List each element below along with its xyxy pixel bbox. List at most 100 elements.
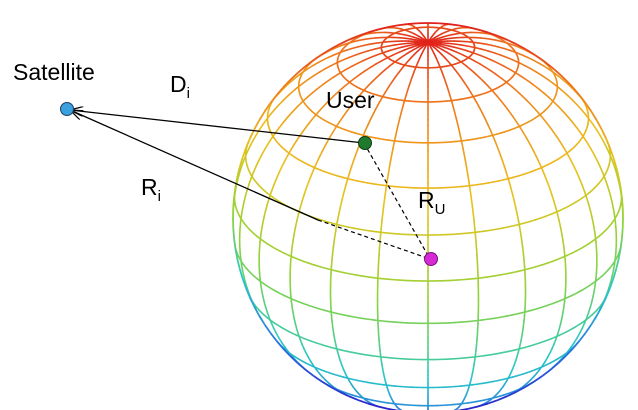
sphere-grid-line [342, 271, 351, 275]
sphere-grid-line [290, 301, 294, 309]
sphere-grid-line [460, 320, 470, 323]
sphere-grid-line [354, 95, 360, 102]
sphere-grid-line [539, 340, 547, 344]
sphere-grid-line [447, 90, 451, 97]
sphere-grid-line [459, 48, 468, 52]
sphere-grid-line [474, 46, 483, 51]
sphere-outline-segment [253, 306, 260, 316]
sphere-grid-line [336, 223, 344, 227]
sphere-outline-segment [585, 102, 593, 113]
sphere-grid-line [491, 90, 498, 97]
sphere-grid-line [511, 193, 515, 202]
sphere-grid-line [299, 338, 303, 346]
sphere-grid-line [493, 316, 502, 320]
sphere-grid-line [529, 265, 538, 270]
sphere-grid-line [347, 226, 355, 229]
sphere-grid-line [454, 68, 459, 75]
sphere-grid-line [595, 271, 598, 280]
sphere-grid-line [386, 44, 395, 48]
sphere-grid-line [406, 57, 412, 63]
sphere-grid-line [307, 175, 312, 183]
sphere-outline-segment [258, 111, 266, 121]
sphere-grid-line [378, 344, 381, 351]
sphere-grid-line [588, 119, 595, 126]
sphere-grid-line [507, 224, 515, 228]
sphere-grid-line [358, 90, 365, 97]
sphere-outline-segment [377, 405, 388, 410]
sphere-outline-segment [234, 248, 239, 259]
sphere-grid-line [526, 138, 532, 146]
sphere-grid-line [520, 239, 524, 248]
sphere-grid-line [480, 276, 489, 279]
ri-label: Ri [141, 174, 161, 205]
sphere-grid-line [386, 173, 390, 182]
sphere-grid-line [537, 62, 545, 67]
sphere-grid-line [466, 40, 475, 44]
sphere-grid-line [286, 90, 294, 97]
sphere-grid-line [364, 124, 369, 132]
sphere-grid-line [487, 181, 495, 184]
sphere-grid-line [278, 121, 285, 128]
sphere-grid-line [347, 40, 355, 44]
sphere-grid-line [358, 70, 366, 76]
sphere-grid-line [311, 88, 319, 94]
sphere-grid-line [341, 56, 350, 61]
sphere-grid-line [380, 320, 389, 323]
sphere-grid-line [502, 177, 510, 181]
sphere-grid-line [562, 301, 566, 309]
sphere-grid-line [522, 132, 528, 140]
sphere-grid-line [553, 72, 560, 78]
sphere-grid-line [573, 337, 578, 344]
sphere-grid-line [518, 341, 522, 348]
sphere-grid-line [408, 80, 412, 87]
sphere-grid-line [385, 180, 388, 189]
sphere-grid-line [553, 200, 557, 209]
sphere-grid-line [552, 131, 559, 139]
sphere-grid-line [400, 44, 410, 48]
sphere-grid-line [515, 72, 523, 78]
sphere-grid-line [346, 105, 352, 112]
sphere-grid-line [239, 162, 244, 171]
sphere-grid-line [556, 328, 560, 336]
sphere-grid-line [301, 125, 308, 133]
sphere-grid-line [353, 351, 361, 355]
sphere-grid-line [337, 374, 344, 378]
sphere-grid-line [505, 271, 514, 275]
sphere-grid-line [606, 183, 610, 192]
sphere-grid-line [354, 52, 363, 57]
sphere-grid-line [480, 48, 490, 52]
sphere-grid-line [386, 320, 396, 323]
sphere-grid-line [331, 320, 334, 328]
sphere-outline-segment [249, 296, 256, 307]
sphere-grid-line [485, 43, 494, 47]
sphere-grid-line [334, 226, 338, 235]
sphere-grid-line [602, 140, 607, 148]
sphere-grid-line [352, 154, 357, 163]
sphere-grid-line [241, 157, 246, 165]
sphere-grid-line [489, 352, 498, 356]
sphere-grid-line [586, 142, 592, 151]
sphere-grid-line [532, 150, 538, 158]
sphere-grid-line [259, 283, 263, 292]
sphere-grid-line [459, 135, 463, 144]
sphere-outline-segment [233, 238, 237, 249]
sphere-grid-line [548, 187, 553, 196]
sphere-grid-line [293, 317, 297, 325]
sphere-grid-line [512, 59, 521, 64]
sphere-grid-line [367, 318, 376, 321]
sphere-grid-line [518, 268, 526, 272]
sphere-grid-line [297, 300, 305, 305]
sphere-grid-line [489, 228, 498, 232]
sphere-grid-line [393, 72, 399, 79]
sphere-grid-line [405, 90, 409, 97]
sphere-grid-line [512, 223, 520, 227]
sphere-grid-line [529, 308, 538, 312]
sphere-outline-segment [275, 340, 284, 350]
sphere-grid-line [492, 135, 497, 144]
sphere-grid-line [334, 121, 341, 129]
sphere-grid-line [547, 78, 555, 85]
sphere-grid-line [339, 199, 343, 208]
sphere-grid-line [453, 111, 458, 120]
sphere-grid-line [407, 43, 416, 47]
sphere-grid-line [367, 276, 376, 279]
